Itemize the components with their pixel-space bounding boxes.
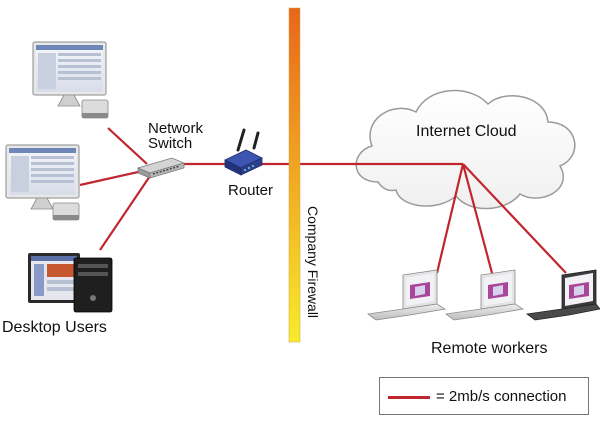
router (224, 128, 263, 176)
legend-label: = 2mb/s connection (436, 388, 567, 405)
desktop-users-label: Desktop Users (2, 319, 107, 336)
laptop-2 (444, 269, 525, 321)
network-switch-label-line1: Network (148, 120, 204, 137)
remote-workers-label: Remote workers (431, 340, 548, 357)
desktop-monitor-2 (5, 144, 80, 221)
link-desktop2-switch (79, 168, 148, 187)
link-desktop1-switch (107, 127, 148, 165)
legend: = 2mb/s connection (379, 377, 589, 415)
link-cloud-laptop1 (435, 163, 465, 274)
link-desktop3-switch (99, 175, 151, 251)
router-label: Router (228, 182, 274, 199)
network-switch-label-line2: Switch (148, 135, 193, 152)
legend-connection-swatch (388, 396, 430, 399)
internet-cloud (355, 89, 576, 210)
desktop-monitor-1 (32, 41, 109, 119)
link-cloud-laptop2 (461, 163, 494, 274)
laptop-1 (366, 269, 447, 321)
laptop-3 (525, 269, 600, 321)
desktop-workstation-3 (28, 253, 113, 313)
internet-cloud-label: Internet Cloud (416, 123, 517, 140)
company-firewall-bar (288, 7, 301, 343)
company-firewall-label: Company Firewall (305, 206, 321, 319)
network-switch (136, 157, 186, 179)
link-cloud-laptop3 (462, 163, 567, 274)
